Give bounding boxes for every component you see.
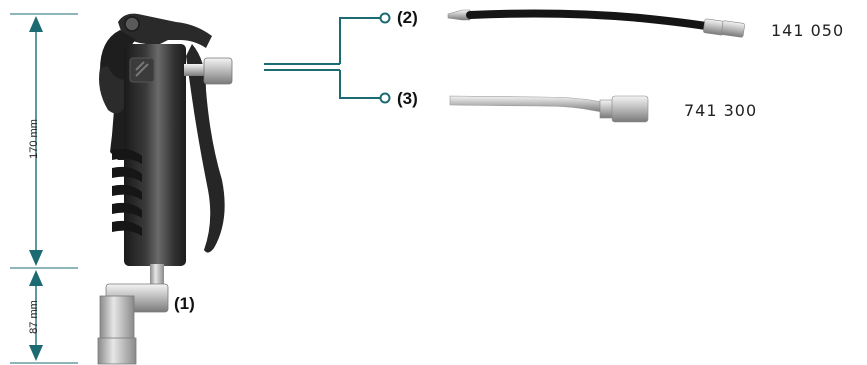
callout-swivel: (1) — [174, 294, 195, 313]
callout-rigid-tube: (3) — [397, 89, 418, 108]
hose-coupler — [721, 20, 745, 38]
grease-gun — [97, 13, 233, 365]
rigid-tube — [449, 95, 649, 123]
swivel-vertical — [99, 295, 135, 345]
gun-head — [118, 13, 212, 48]
gun-hand-guard — [99, 66, 124, 114]
part-number-rigid-tube: 741 300 — [684, 101, 758, 120]
dimension-label-87: 87 mm — [28, 300, 40, 334]
connector-node-lower — [379, 92, 391, 104]
gun-trigger — [186, 44, 225, 253]
arrow-down-170 — [29, 250, 43, 266]
connector-branch-lower — [339, 70, 381, 99]
side-outlet-nut — [203, 57, 233, 85]
dimension-label-170: 170 mm — [28, 119, 40, 159]
connector-branch-upper — [339, 17, 381, 64]
head-pivot — [124, 16, 140, 32]
grip-ridges — [112, 148, 142, 236]
flexible-hose — [447, 9, 745, 38]
brand-logo — [129, 57, 155, 83]
swivel-nut — [97, 337, 137, 365]
tube-body — [449, 95, 603, 113]
hose-body — [466, 9, 710, 30]
accessory-connector — [264, 12, 391, 104]
arrow-up-87 — [29, 270, 43, 286]
side-outlet-stem — [184, 64, 204, 76]
tube-coupler-body — [611, 95, 649, 123]
arrow-up-170 — [29, 16, 43, 32]
arrow-down-87 — [29, 345, 43, 361]
dimension-lines — [10, 13, 78, 364]
callout-flexible-hose: (2) — [397, 8, 418, 27]
hose-left-tip — [447, 9, 471, 21]
part-number-flexible-hose: 141 050 — [771, 21, 845, 40]
gun-bottom-collar — [150, 264, 164, 284]
connector-node-upper — [379, 12, 391, 24]
